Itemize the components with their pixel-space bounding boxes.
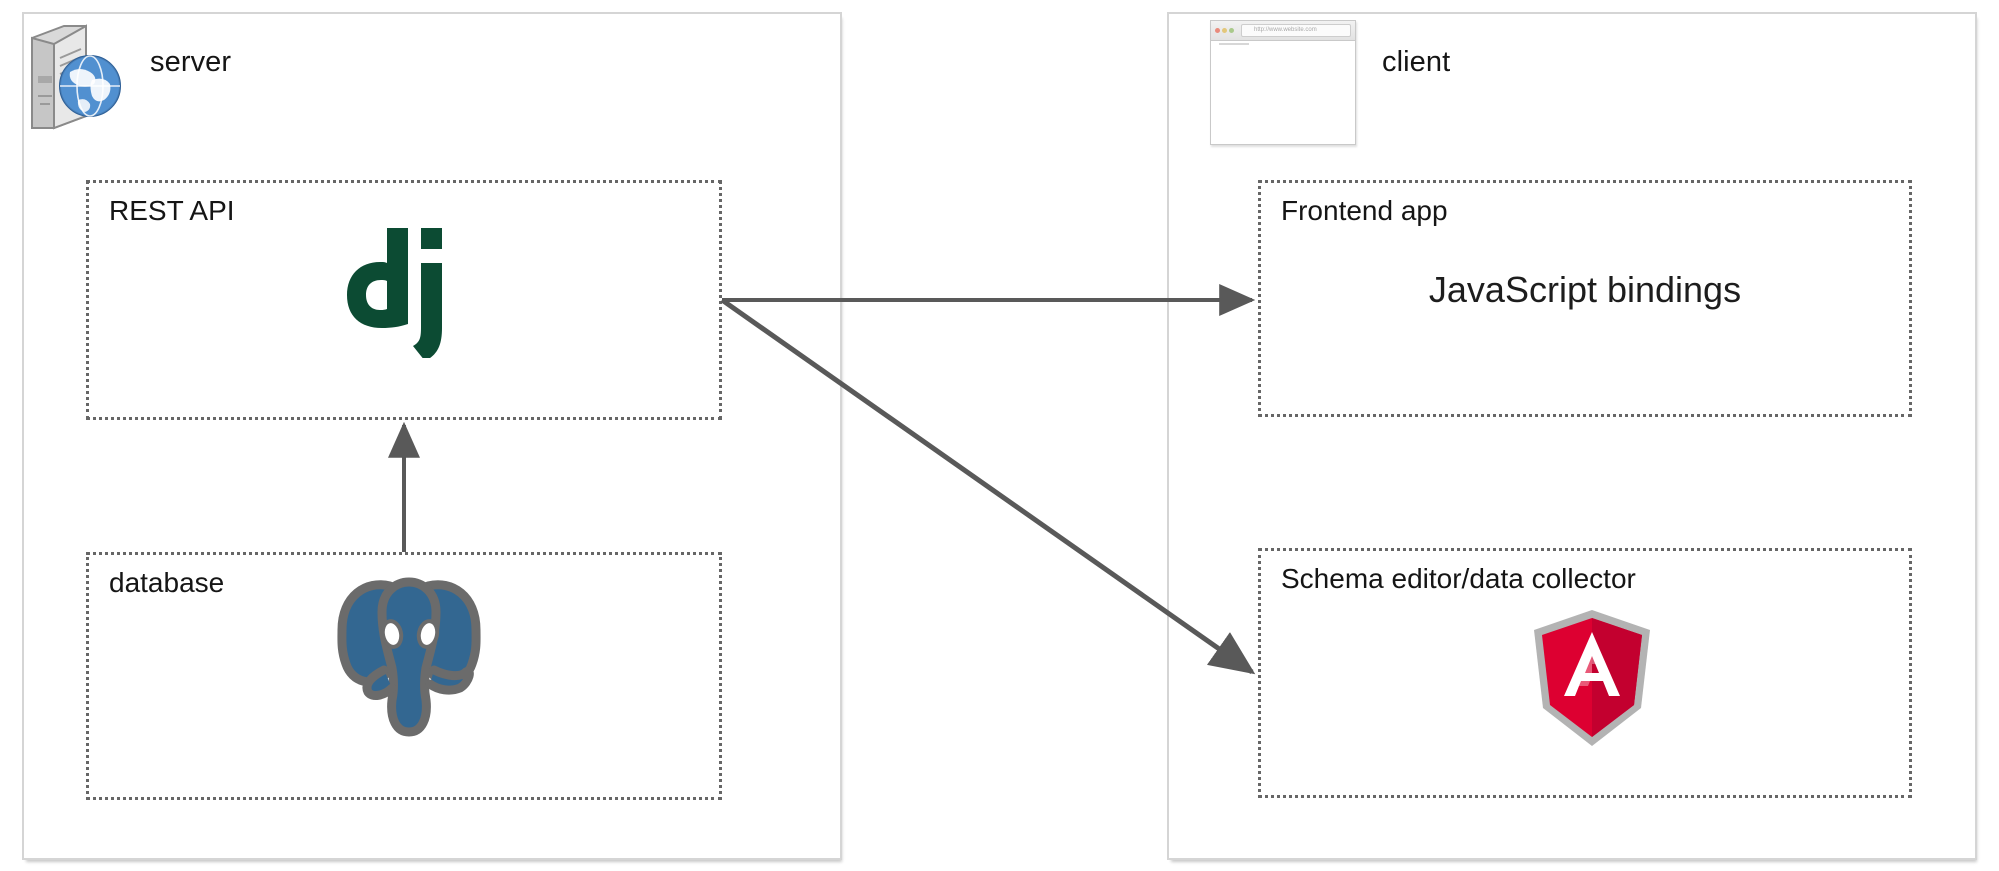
box-label-schema-editor: Schema editor/data collector — [1281, 563, 1636, 594]
browser-maximize-dot-icon — [1229, 28, 1234, 33]
box-rest-api: REST API — [86, 180, 722, 420]
postgresql-elephant-logo — [337, 577, 481, 737]
browser-close-dot-icon — [1215, 28, 1220, 33]
browser-address-text: http://www.website.com — [1254, 27, 1317, 33]
server-globe-icon — [31, 24, 121, 130]
browser-minimize-dot-icon — [1222, 28, 1227, 33]
zone-label-client: client — [1382, 46, 1451, 78]
django-logo — [347, 228, 442, 358]
frontend-center-text: JavaScript bindings — [1428, 269, 1742, 310]
box-label-frontend-app: Frontend app — [1281, 195, 1448, 226]
browser-viewport — [1211, 43, 1355, 144]
zone-server — [22, 12, 842, 860]
box-label-rest-api: REST API — [109, 195, 235, 226]
box-database: database — [86, 552, 722, 800]
browser-window-icon: http://www.website.com — [1210, 20, 1356, 145]
box-label-database: database — [109, 567, 225, 598]
zone-label-server: server — [150, 46, 232, 78]
angularjs-shield-logo — [1534, 610, 1650, 746]
browser-tab-underline — [1219, 43, 1249, 45]
box-schema-editor: Schema editor/data collector — [1258, 548, 1912, 798]
box-frontend-app: Frontend app JavaScript bindings — [1258, 180, 1912, 417]
browser-address-bar: http://www.website.com — [1241, 24, 1351, 37]
browser-chrome: http://www.website.com — [1211, 21, 1355, 41]
